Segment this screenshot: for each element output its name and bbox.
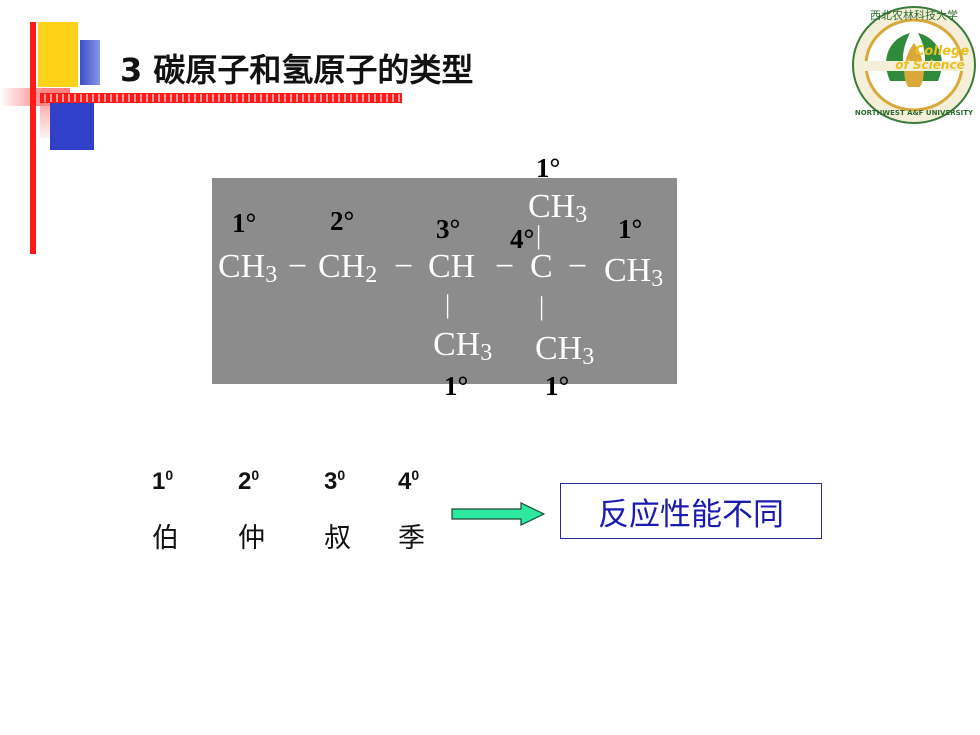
degree-bottom-ch: 1° xyxy=(444,371,469,401)
group-c: C xyxy=(530,248,553,285)
group-ch2: CH2 xyxy=(318,248,378,288)
bond-vertical-c: | xyxy=(539,292,545,321)
level-name-4: 季 xyxy=(398,523,425,554)
degree-right: 1° xyxy=(618,214,643,244)
level-name-3: 叔 xyxy=(324,523,351,554)
group-ch3-left: CH3 xyxy=(218,248,278,288)
decor-red-vertical-bar xyxy=(30,22,36,254)
level-label-2: 20 xyxy=(238,467,260,495)
degree-left: 1° xyxy=(232,208,257,238)
group-ch: CH xyxy=(428,248,476,285)
decor-blue-block-top xyxy=(80,40,100,85)
degree-bottom-c: 1° xyxy=(545,371,570,401)
bond-h-3: − xyxy=(495,248,515,285)
degree-top: 1° xyxy=(536,153,561,183)
logo-line2: of Science xyxy=(895,58,964,72)
decor-yellow-block xyxy=(38,22,78,87)
logo-line1: College xyxy=(915,44,970,59)
right-arrow-icon xyxy=(451,502,545,526)
bond-vertical-ch: | xyxy=(445,290,451,319)
group-ch3-bottom-c: CH3 xyxy=(535,330,595,370)
level-name-2: 仲 xyxy=(238,523,265,554)
group-ch3-right: CH3 xyxy=(604,252,664,292)
degree-ch2: 2° xyxy=(330,206,355,236)
slide-title: 3 碳原子和氢原子的类型 xyxy=(120,51,474,89)
bond-vertical-top: | xyxy=(536,221,542,250)
result-box: 反应性能不同 xyxy=(560,483,822,539)
degree-c: 4° xyxy=(510,224,535,254)
college-logo: College of Science 西北农林科技大学 NORTHWEST A&… xyxy=(852,6,976,124)
structure-panel xyxy=(212,178,677,384)
logo-ring-bottom: NORTHWEST A&F UNIVERSITY xyxy=(855,109,974,117)
group-ch3-bottom-ch: CH3 xyxy=(433,326,493,366)
level-label-4: 40 xyxy=(398,467,420,495)
bond-h-2: − xyxy=(394,248,414,285)
logo-ring-top: 西北农林科技大学 xyxy=(870,8,958,22)
level-name-1: 伯 xyxy=(152,523,179,554)
level-label-3: 30 xyxy=(324,467,346,495)
bond-h-4: − xyxy=(568,248,588,285)
decor-blue-block-bottom xyxy=(50,102,94,150)
decor-red-horizontal-bar xyxy=(40,93,402,103)
bond-h-1: − xyxy=(288,248,308,285)
degree-ch: 3° xyxy=(436,214,461,244)
group-ch3-top: CH3 xyxy=(528,188,588,228)
level-label-1: 10 xyxy=(152,467,174,495)
